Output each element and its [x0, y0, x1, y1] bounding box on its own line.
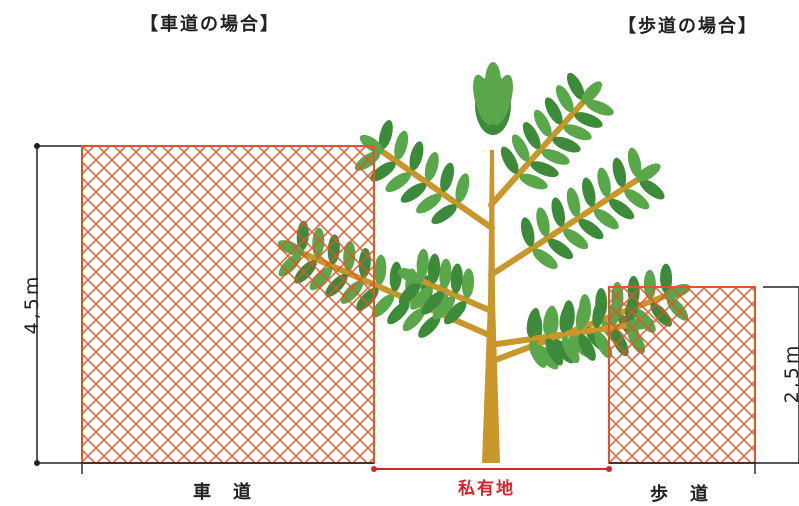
leaf: [530, 161, 559, 178]
leaf: [574, 112, 603, 128]
leaf: [575, 300, 590, 331]
leaf: [444, 301, 467, 325]
leaf: [385, 172, 411, 193]
sidewalk-height-label: 2,5m: [781, 342, 799, 404]
leaf: [532, 248, 558, 270]
roadway-heading: 【車道の場合】: [140, 14, 280, 35]
tree-branch: [377, 147, 495, 231]
leaf: [592, 298, 606, 329]
tree-top-leaf: [491, 74, 513, 126]
leaf: [398, 281, 422, 305]
leaf: [455, 173, 470, 203]
sidewalk-clearance-zone: [608, 286, 756, 464]
leaf: [526, 307, 540, 338]
leaf: [394, 130, 409, 160]
leaf: [551, 197, 566, 227]
roadway-clearance-zone: [81, 145, 375, 464]
leaf: [431, 204, 457, 225]
leaf: [416, 193, 442, 214]
leaf: [566, 187, 581, 217]
roadway-dimension-line: [34, 143, 82, 466]
leaf: [387, 301, 410, 325]
leaf: [522, 122, 541, 150]
leaf: [427, 253, 441, 284]
leaf: [609, 198, 635, 220]
leaf: [378, 120, 393, 150]
leaf: [511, 134, 530, 162]
leaf: [402, 307, 426, 332]
leaf: [543, 305, 557, 336]
leaf: [519, 173, 548, 190]
leaf: [520, 217, 535, 247]
leaf: [627, 147, 642, 178]
tree-branch: [487, 322, 633, 348]
leaf: [397, 268, 424, 284]
leaf: [547, 238, 573, 260]
leaf: [371, 294, 395, 318]
tree-branch: [488, 97, 588, 208]
leaf: [612, 157, 627, 188]
leaf: [636, 163, 661, 182]
leaf: [416, 248, 429, 279]
leaf: [400, 182, 427, 203]
leaf: [559, 303, 573, 333]
leaf: [409, 141, 424, 171]
roadway-ground-label: 車道: [193, 482, 273, 503]
ground-line: [37, 462, 799, 474]
leaf: [544, 97, 563, 125]
leaf: [359, 134, 384, 154]
leaf: [597, 167, 611, 197]
leaf: [440, 162, 455, 192]
leaf: [581, 81, 603, 104]
tree-trunk: [482, 150, 500, 463]
leaf: [370, 161, 396, 182]
leaf: [578, 218, 604, 240]
leaf: [561, 336, 580, 364]
leaf: [410, 286, 433, 310]
leaf: [594, 331, 613, 359]
leaf: [533, 109, 552, 137]
sidewalk-ground-label: 歩道: [650, 484, 730, 505]
leaf: [563, 228, 589, 250]
leaf: [432, 296, 456, 320]
leaf: [563, 124, 592, 141]
leaf: [421, 291, 444, 315]
leaf: [639, 179, 665, 200]
roadway-height-label: 4,5m: [21, 273, 43, 335]
sidewalk-heading: 【歩道の場合】: [618, 16, 758, 37]
leaf: [593, 208, 619, 230]
leaf: [541, 149, 570, 165]
leaf: [545, 338, 564, 366]
tree-top-leaf: [473, 74, 495, 126]
private-land-label: 私有地: [458, 479, 515, 499]
tree-top-leaf: [485, 62, 501, 102]
leaf: [552, 136, 581, 153]
leaf: [500, 146, 519, 174]
tree-branch: [417, 277, 492, 313]
sidewalk-dimension-line: [763, 286, 799, 463]
private-land-line: [371, 466, 612, 472]
leaf: [389, 261, 402, 292]
leaf: [450, 263, 463, 294]
leaf: [555, 85, 574, 113]
leaf: [536, 207, 550, 237]
leaf: [582, 177, 596, 207]
leaf: [566, 72, 585, 100]
leaf: [439, 258, 452, 289]
leaf: [461, 268, 475, 299]
leaf: [578, 333, 596, 361]
leaf: [418, 314, 441, 338]
leaf: [585, 99, 614, 116]
leaf: [424, 151, 439, 182]
tree-branch: [488, 175, 643, 278]
leaf: [528, 340, 547, 368]
leaf: [374, 254, 387, 285]
leaf: [624, 188, 650, 210]
